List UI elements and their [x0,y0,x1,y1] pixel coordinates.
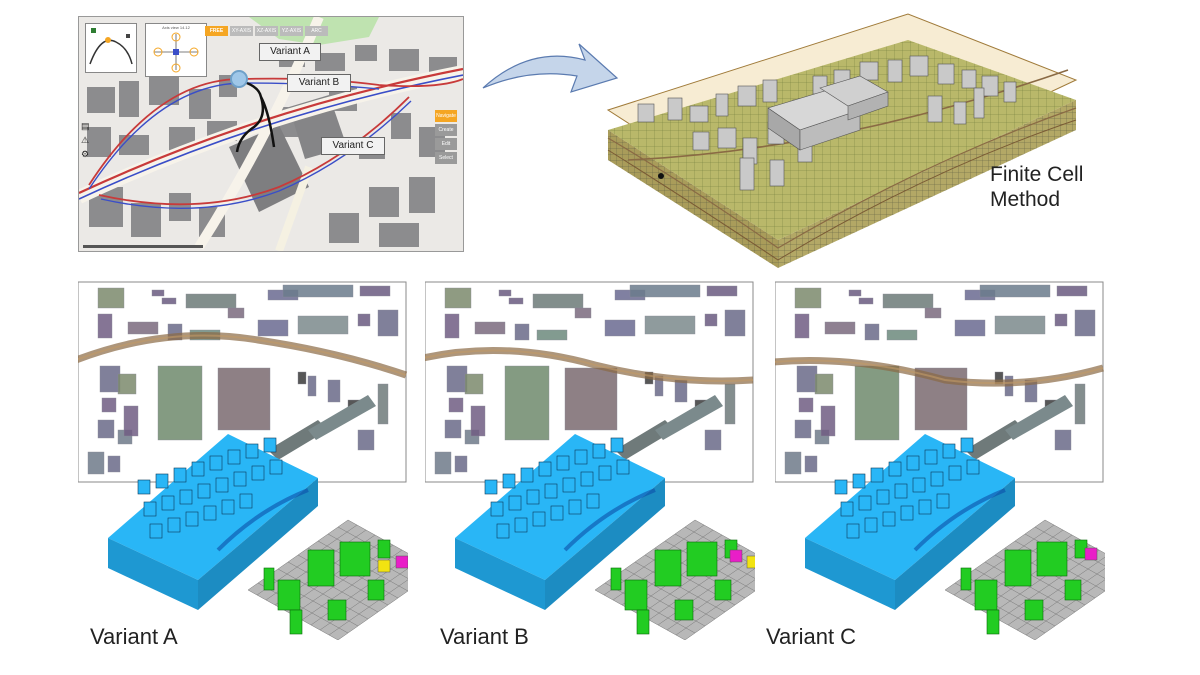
finite-cell-label-line2: Method [990,188,1061,211]
compass-icon [153,32,199,73]
variant-a-panel [74,280,439,641]
layers-icon[interactable]: ▤ [81,121,90,131]
map-buildings [87,45,457,247]
finite-cell-model [606,13,1078,268]
fcm-buildings [637,55,1017,191]
create-button[interactable]: Create [435,124,457,136]
map-scrollbar[interactable] [83,245,203,248]
tab-xz-axis[interactable]: XZ-AXIS [255,26,278,36]
finite-cell-label: Finite Cell Method [990,162,1083,212]
route-label-variant-b[interactable]: Variant B [287,74,351,92]
map-large-building [229,125,309,212]
edit-button[interactable]: Edit [435,138,457,150]
tab-free[interactable]: FREE [205,26,228,36]
process-arrow [482,43,619,93]
tab-yz-axis[interactable]: YZ-AXIS [280,26,303,36]
warning-icon[interactable]: ⚠ [81,135,90,145]
axis-inset-caption: Axis view 14.12 [162,25,190,30]
variant-b-figure [422,281,786,641]
variant-c-panel [772,280,1136,641]
variant-b-panel [422,280,786,641]
gear-icon[interactable]: ⚙ [81,149,90,159]
variant-c-label: Variant C [766,624,857,649]
variant-a-figure [74,281,439,641]
minimap-inset[interactable] [85,23,137,73]
route-label-variant-c[interactable]: Variant C [321,137,385,155]
select-button[interactable]: Select [435,152,457,164]
variant-b-label: Variant B [440,624,529,649]
tab-arc[interactable]: ARC [305,26,328,36]
side-button-column: Navigate Create Edit Select [435,110,457,164]
route-marker[interactable] [230,70,248,88]
route-label-variant-a[interactable]: Variant A [259,43,321,61]
variant-c-figure [772,281,1136,641]
axis-inset[interactable]: Axis view 14.12 [145,23,207,77]
navigate-button[interactable]: Navigate [435,110,457,122]
tab-xy-axis[interactable]: XY-AXIS [230,26,253,36]
view-mode-toolbar: FREE XY-AXIS XZ-AXIS YZ-AXIS ARC [205,26,328,36]
map-panel[interactable]: Axis view 14.12 FREE XY-AXIS XZ-AXIS YZ-… [78,16,464,252]
variant-a-label: Variant A [90,624,178,649]
finite-cell-label-line1: Finite Cell [990,163,1084,186]
